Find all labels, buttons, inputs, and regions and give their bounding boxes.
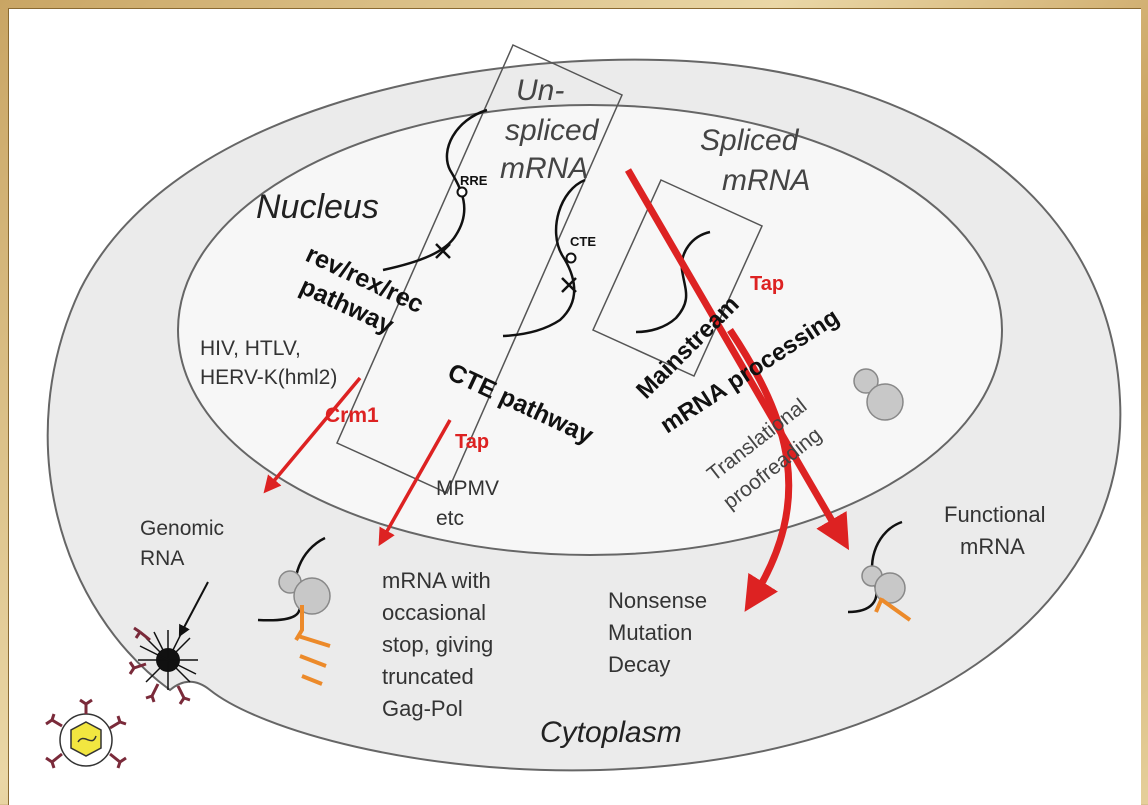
spliced-label-line2: mRNA bbox=[722, 164, 810, 197]
unspliced-label-line1: Un- bbox=[516, 74, 564, 107]
cte-label: CTE bbox=[570, 234, 596, 249]
nmd-label-line1: Nonsense bbox=[608, 588, 707, 613]
released-virion bbox=[46, 700, 126, 768]
genomic-rna-label-line1: Genomic bbox=[140, 517, 224, 540]
unspliced-label-line3: mRNA bbox=[500, 152, 588, 185]
nucleus bbox=[178, 105, 1002, 555]
functional-label-line1: Functional bbox=[944, 502, 1046, 527]
truncated-label-line4: truncated bbox=[382, 664, 474, 689]
nmd-label-line3: Decay bbox=[608, 652, 670, 677]
truncated-label-line2: occasional bbox=[382, 600, 486, 625]
nmd-label-line2: Mutation bbox=[608, 620, 692, 645]
cte-site-marker bbox=[567, 254, 576, 263]
spliced-label-line1: Spliced bbox=[700, 124, 800, 157]
mpmv-label-line1: MPMV bbox=[436, 477, 499, 500]
unspliced-label-line2: spliced bbox=[505, 114, 600, 147]
rre-label: RRE bbox=[460, 173, 488, 188]
tap-label-bottom: Tap bbox=[455, 431, 489, 453]
proofreading-ribosome-large bbox=[867, 384, 903, 420]
virus-list-line1: HIV, HTLV, bbox=[200, 337, 301, 360]
truncated-label-line3: stop, giving bbox=[382, 632, 493, 657]
genomic-rna-label-line2: RNA bbox=[140, 547, 184, 570]
virus-list-line2: HERV-K(hml2) bbox=[200, 366, 337, 389]
functional-label-line2: mRNA bbox=[960, 534, 1025, 559]
crm1-label: Crm1 bbox=[325, 404, 379, 427]
nucleus-label: Nucleus bbox=[256, 188, 379, 226]
tap-label-top: Tap bbox=[750, 273, 784, 295]
truncated-label-line5: Gag-Pol bbox=[382, 696, 463, 721]
truncated-label-line1: mRNA with bbox=[382, 568, 491, 593]
cytoplasm-label: Cytoplasm bbox=[540, 716, 682, 749]
mpmv-label-line2: etc bbox=[436, 507, 464, 530]
rre-site-marker bbox=[458, 188, 467, 197]
